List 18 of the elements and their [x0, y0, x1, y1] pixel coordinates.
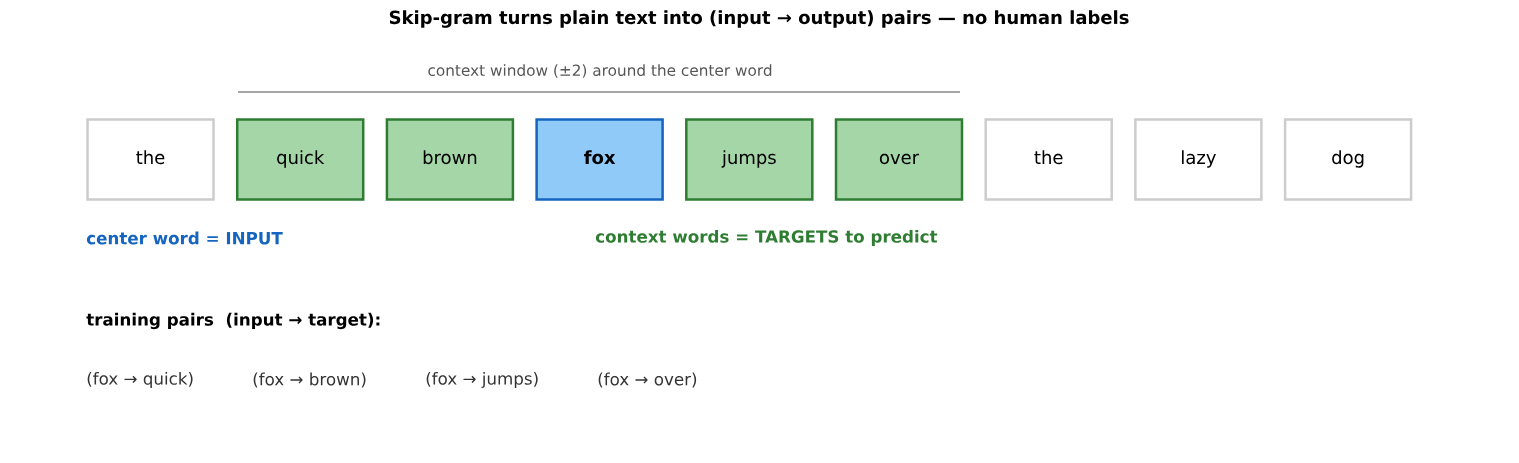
annotation: center word = INPUT: [86, 231, 283, 245]
word-box: the: [984, 118, 1113, 201]
pair-text: (fox → quick): [87, 371, 193, 389]
heading: training pairs (input → target):: [86, 312, 380, 330]
word-box: brown: [385, 118, 515, 201]
pair-text: (fox → brown): [253, 372, 366, 388]
word-box: lazy: [1134, 118, 1263, 201]
annotation: context words = TARGETS to predict: [595, 229, 938, 247]
word-box: the: [86, 118, 215, 201]
pair-text: (fox → jumps): [426, 371, 538, 389]
word-box: jumps: [685, 118, 814, 201]
word-box: dog: [1283, 118, 1413, 201]
bracket-label: context window (±2) around the center word: [428, 64, 772, 78]
word-box: quick: [235, 118, 365, 201]
title: Skip-gram turns plain text into (input → output) pairs — no human labels: [389, 10, 1129, 28]
word-box: fox: [535, 118, 664, 201]
word-box: over: [834, 118, 964, 201]
pair-text: (fox → over): [598, 372, 697, 388]
